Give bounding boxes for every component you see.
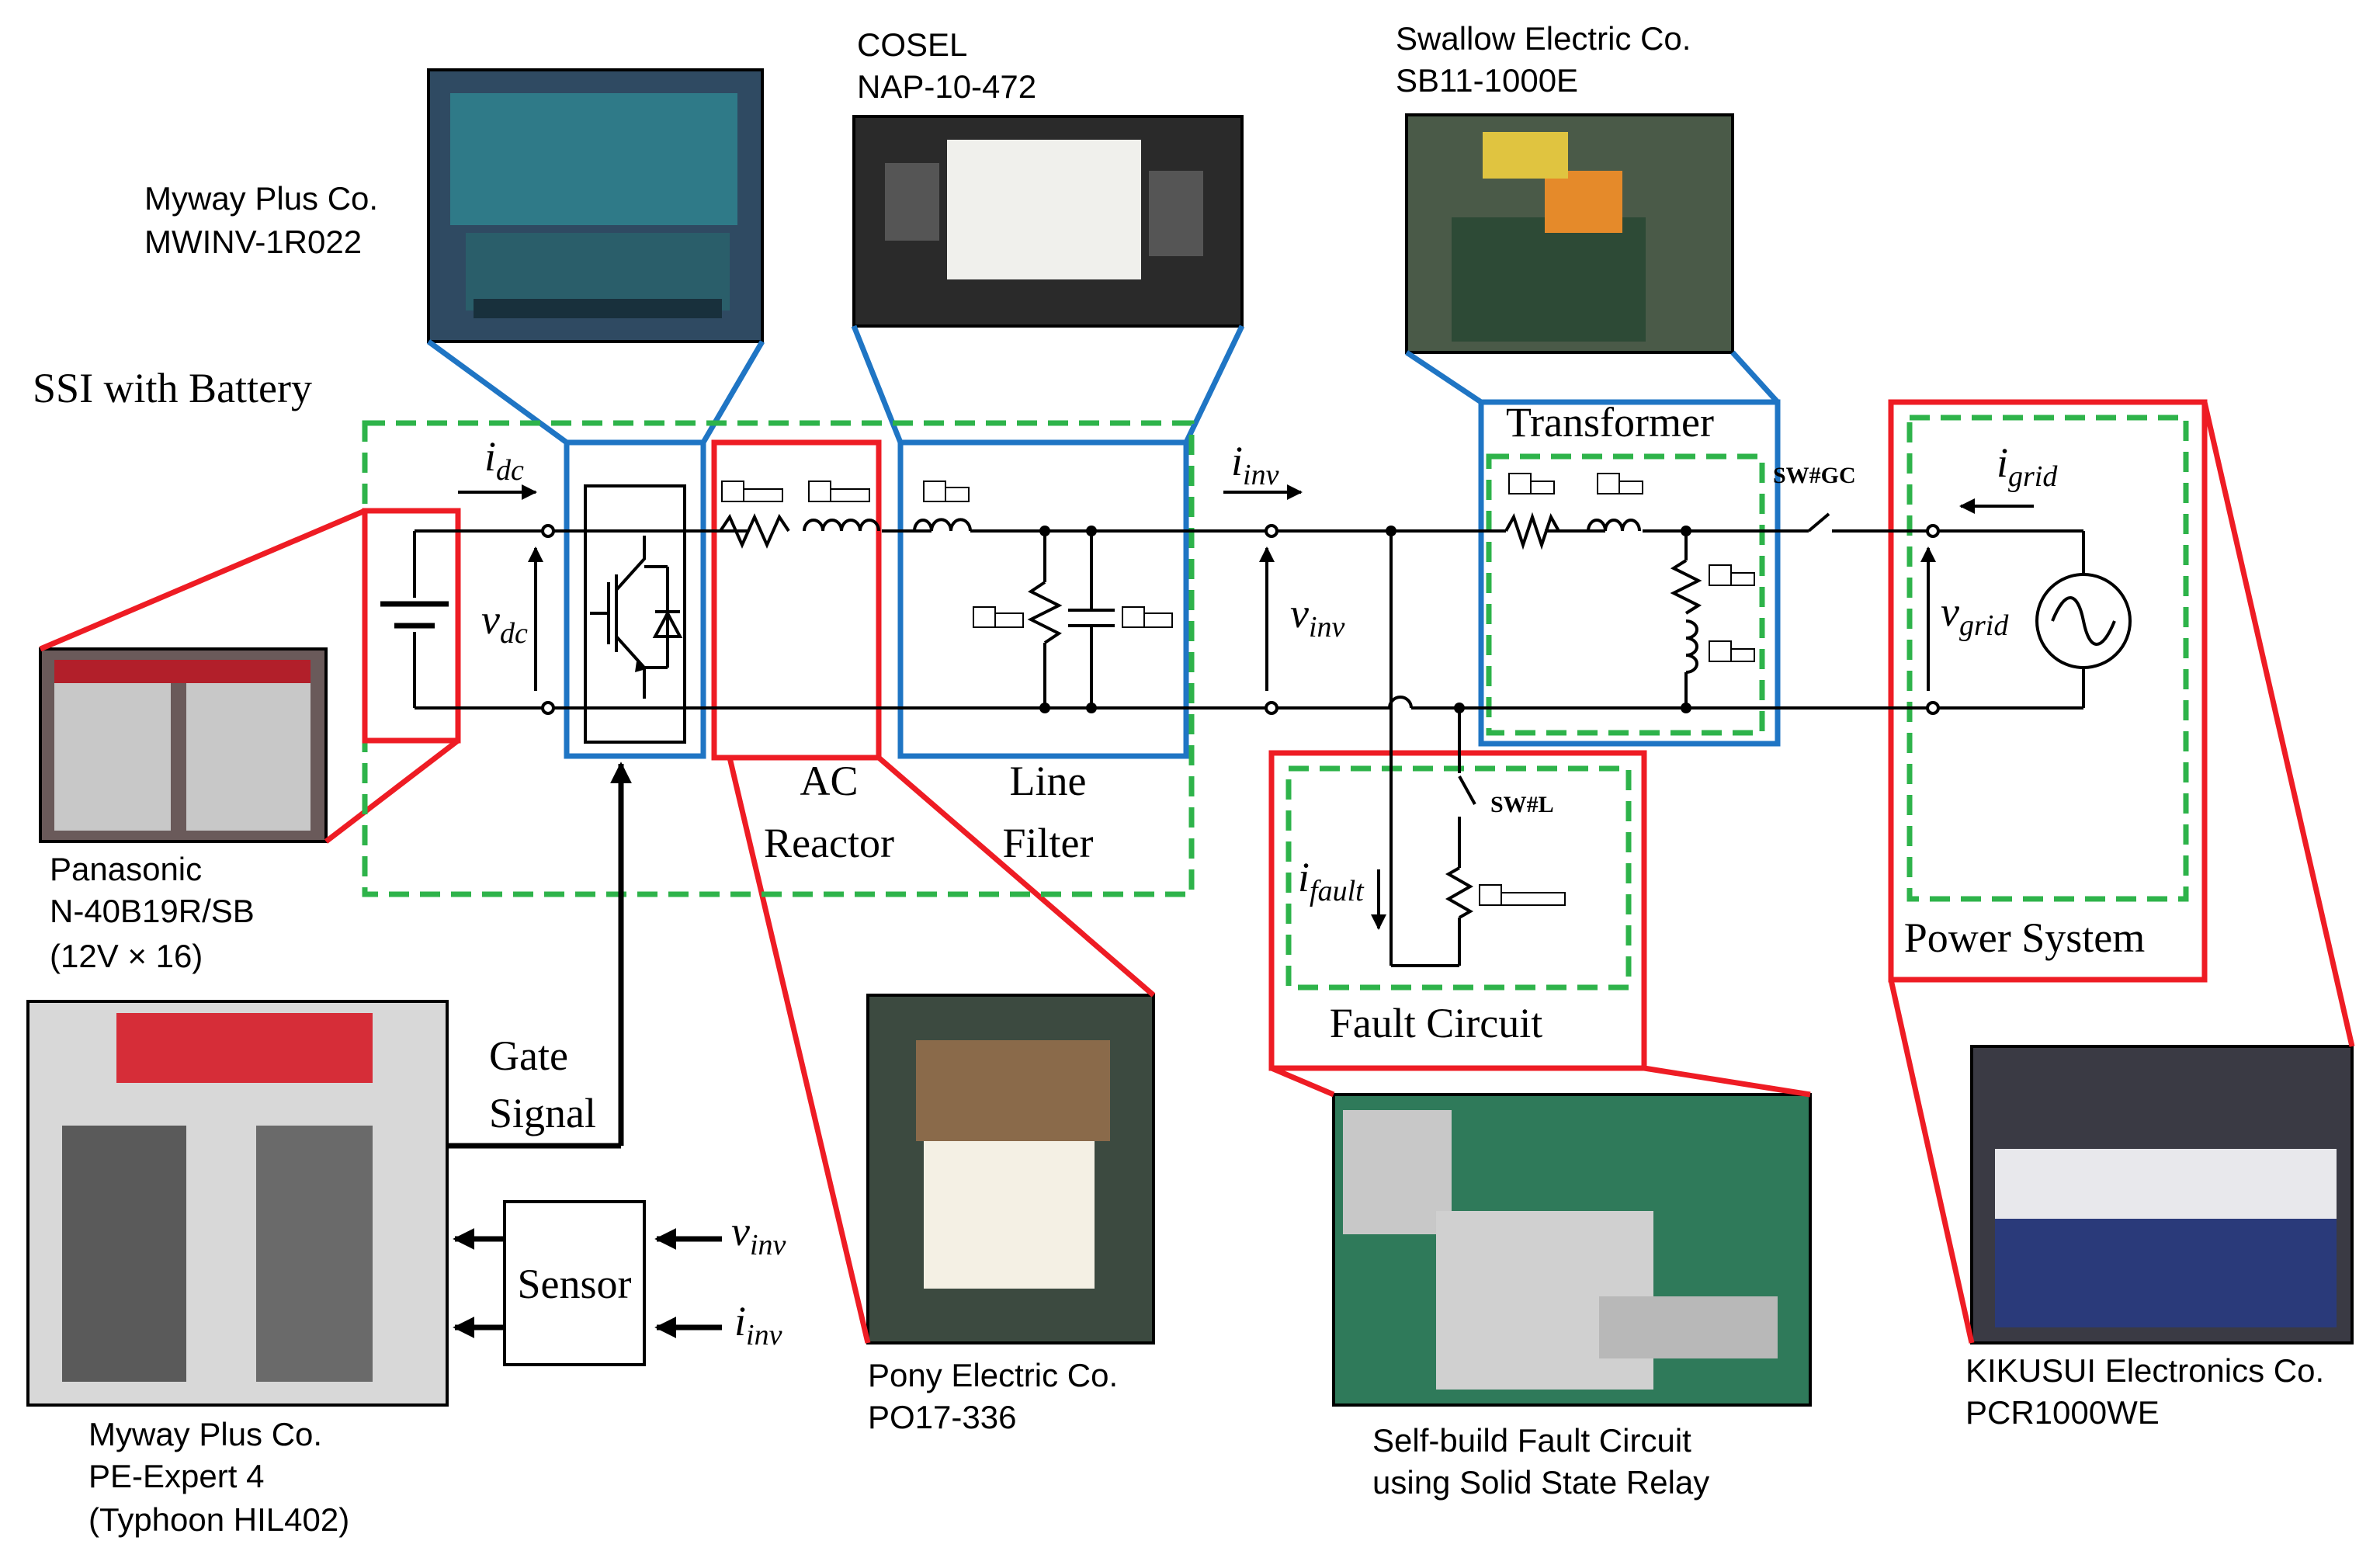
vdc-label: vdc <box>481 596 528 650</box>
battery-maker: Panasonic <box>50 851 202 887</box>
grid-switch <box>1807 512 1855 533</box>
grid-source-maker: KIKUSUI Electronics Co. <box>1965 1352 2324 1389</box>
fault-circuit-photo <box>1332 1093 1812 1407</box>
sensor-label: Sensor <box>518 1261 632 1307</box>
battery-config: (12V × 16) <box>50 938 203 974</box>
reactor-model: PO17-336 <box>868 1399 1016 1435</box>
transformer-maker: Swallow Electric Co. <box>1396 20 1691 57</box>
ac-reactor-label-2: Reactor <box>764 820 894 866</box>
transformer-circuit <box>1504 473 1755 708</box>
line-filter-label-1: Line <box>1010 758 1087 804</box>
ac-reactor-circuit <box>719 481 880 549</box>
sensor-vinv-label: vinv <box>731 1208 786 1261</box>
grid-source-symbol <box>2035 573 2132 669</box>
battery-model: N-40B19R/SB <box>50 893 255 929</box>
line-filter-circuit <box>913 481 1173 708</box>
igrid-label: igrid <box>1997 439 2058 493</box>
transformer-model: SB11-1000E <box>1396 62 1578 99</box>
switch-l-label: SW#L <box>1490 792 1554 817</box>
line-filter-label-2: Filter <box>1003 820 1094 866</box>
gate-signal-label-2: Signal <box>489 1090 596 1136</box>
transformer-inner-boundary <box>1486 453 1765 736</box>
iinv-label: iinv <box>1231 438 1279 491</box>
power-system-inner-boundary <box>1906 415 2189 902</box>
fault-photo-caption-2: using Solid State Relay <box>1372 1464 1709 1501</box>
inverter-maker: Myway Plus Co. <box>144 180 378 217</box>
terminals <box>541 524 1940 715</box>
controller-model: PE-Expert 4 <box>88 1458 264 1494</box>
fault-photo-caption-1: Self-build Fault Circuit <box>1372 1422 1691 1459</box>
filter-maker: COSEL <box>857 26 967 63</box>
line-filter-box <box>897 439 1189 759</box>
battery-photo <box>39 647 328 843</box>
battery-box <box>362 508 461 744</box>
ac-reactor-box <box>711 439 882 761</box>
main-wiring <box>380 529 2085 710</box>
inverter-model: MWINV-1R022 <box>144 224 362 260</box>
vinv-label: vinv <box>1290 590 1345 644</box>
controller-photo <box>26 1000 449 1407</box>
controller-note: (Typhoon HIL402) <box>88 1501 349 1538</box>
gate-signal-label-1: Gate <box>489 1032 568 1079</box>
grid-source-model: PCR1000WE <box>1965 1394 2160 1431</box>
control-path <box>447 762 722 1366</box>
ifault-label: ifault <box>1298 854 1365 907</box>
transformer-box <box>1478 399 1781 747</box>
power-system-label: Power System <box>1904 914 2146 961</box>
system-title: SSI with Battery <box>33 365 312 411</box>
inverter-box <box>564 439 706 759</box>
sensor-iinv-label: iinv <box>734 1298 782 1351</box>
transformer-photo <box>1405 113 1734 354</box>
measurement-arrows <box>458 484 2034 930</box>
inverter-photo <box>427 68 764 343</box>
fault-circuit-wiring <box>1389 531 1566 967</box>
transformer-label: Transformer <box>1506 399 1714 446</box>
power-system-box <box>1888 399 2208 983</box>
switch-gc-label: SW#GC <box>1773 463 1856 488</box>
callout-lines <box>39 324 2355 1344</box>
fault-circuit-label: Fault Circuit <box>1330 1000 1542 1046</box>
controller-maker: Myway Plus Co. <box>88 1416 322 1452</box>
line-filter-photo <box>852 115 1244 328</box>
idc-label: idc <box>484 433 524 487</box>
grid-source-photo <box>1970 1045 2354 1344</box>
ac-reactor-label-1: AC <box>800 758 858 804</box>
vgrid-label: vgrid <box>1941 588 2009 642</box>
reactor-photo <box>866 994 1155 1344</box>
filter-model: NAP-10-472 <box>857 68 1036 105</box>
reactor-maker: Pony Electric Co. <box>868 1357 1118 1393</box>
inverter-module <box>584 484 686 744</box>
